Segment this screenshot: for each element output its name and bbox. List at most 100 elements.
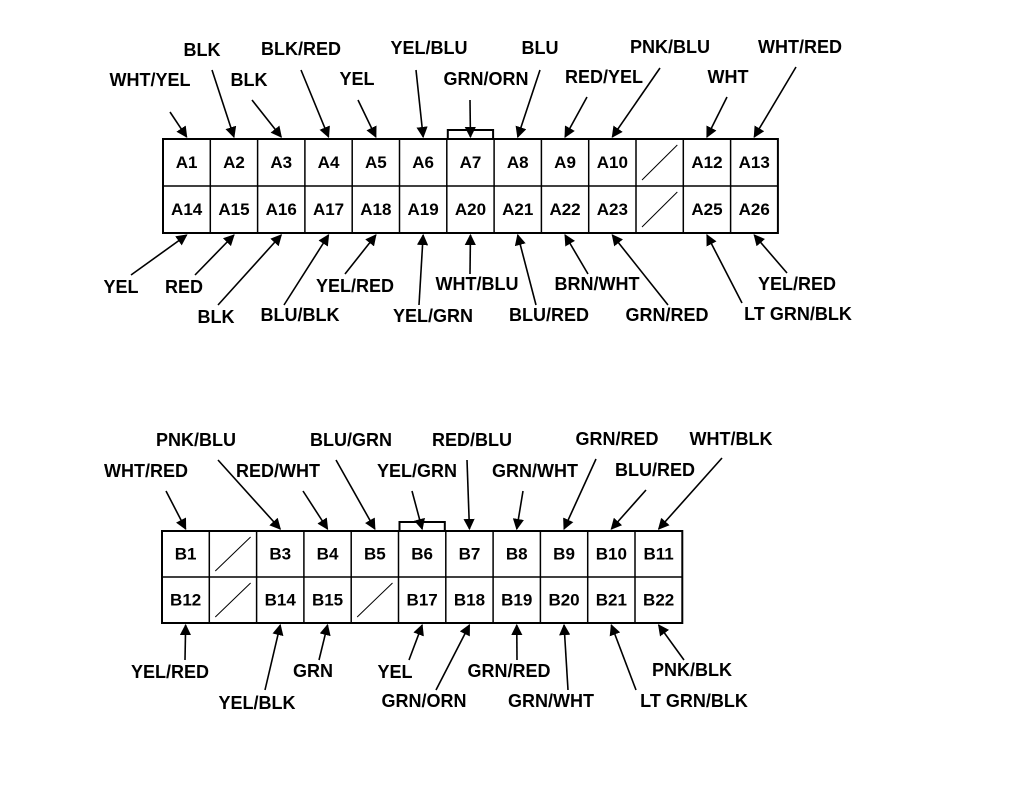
callout-arrow	[412, 491, 422, 529]
wire-color-label: RED/BLU	[432, 430, 512, 450]
pin-label: A15	[218, 200, 249, 219]
pin-label: A25	[691, 200, 722, 219]
wire-callout-b8: GRN/WHT	[492, 461, 578, 529]
callout-arrow	[611, 625, 636, 690]
wire-color-label: BLK	[184, 40, 221, 60]
wire-callout-b19: GRN/RED	[467, 625, 550, 681]
callout-arrow	[419, 235, 423, 305]
pin-label: B14	[265, 591, 297, 610]
wire-color-label: RED/YEL	[565, 67, 643, 87]
wire-color-label: YEL/GRN	[377, 461, 457, 481]
pin-label: A10	[597, 153, 628, 172]
pin-label: A20	[455, 200, 486, 219]
callout-arrow	[611, 490, 646, 529]
pin-label: B18	[454, 591, 485, 610]
pin-label: A6	[412, 153, 434, 172]
callout-arrow	[131, 235, 187, 275]
wire-color-label: PNK/BLU	[630, 37, 710, 57]
pin-label: B20	[548, 591, 579, 610]
pin-label: B22	[643, 591, 674, 610]
wire-color-label: WHT	[708, 67, 749, 87]
wire-color-label: BLU/BLK	[261, 305, 340, 325]
pin-label: A23	[597, 200, 628, 219]
wire-callout-b10: BLU/RED	[611, 460, 695, 529]
wire-color-label: BLK/RED	[261, 39, 341, 59]
pin-label: B10	[596, 545, 627, 564]
callout-arrow	[319, 625, 328, 660]
pin-label: A1	[176, 153, 198, 172]
callout-arrow	[612, 235, 668, 305]
wire-color-label: BLK	[231, 70, 268, 90]
callout-arrow	[754, 67, 796, 137]
wire-callout-a13: WHT/RED	[754, 37, 842, 137]
wire-color-label: YEL/GRN	[393, 306, 473, 326]
wire-callout-a4: BLK/RED	[261, 39, 341, 137]
callout-arrow	[265, 625, 280, 690]
callout-arrow	[166, 491, 186, 529]
wire-color-label: GRN/ORN	[444, 69, 529, 89]
wire-callout-a10: PNK/BLU	[612, 37, 710, 137]
pin-label: B11	[644, 545, 674, 564]
callout-arrow	[565, 235, 588, 274]
callout-arrow	[303, 491, 328, 529]
wire-color-label: YEL/RED	[758, 274, 836, 294]
pin-label: A9	[554, 153, 576, 172]
callout-arrow	[252, 100, 281, 137]
wire-color-label: LT GRN/BLK	[640, 691, 748, 711]
wire-color-label: WHT/YEL	[110, 70, 191, 90]
pin-label: B6	[411, 545, 433, 564]
pin-label: B4	[317, 545, 339, 564]
pin-label: B5	[364, 545, 386, 564]
wire-color-label: GRN/RED	[625, 305, 708, 325]
wire-callout-a12: WHT	[707, 67, 749, 137]
wire-color-label: LT GRN/BLK	[744, 304, 852, 324]
pin-label: A3	[270, 153, 292, 172]
callout-arrow	[336, 460, 375, 529]
wire-color-label: BRN/WHT	[555, 274, 640, 294]
callout-arrow	[707, 235, 742, 303]
pin-label: B21	[596, 591, 627, 610]
pin-label: A21	[502, 200, 533, 219]
wire-callout-b14: YEL/BLK	[218, 625, 295, 713]
pin-label: A14	[171, 200, 203, 219]
wire-color-label: YEL	[339, 69, 374, 89]
wire-color-label: YEL	[103, 277, 138, 297]
wire-callout-a7: GRN/ORN	[444, 69, 529, 137]
wire-color-label: BLU/GRN	[310, 430, 392, 450]
wire-callout-b15: GRN	[293, 625, 333, 681]
wire-callout-a20: WHT/BLU	[436, 235, 519, 294]
empty-cavity	[215, 537, 250, 571]
pin-label: A2	[223, 153, 245, 172]
wire-callout-b1: WHT/RED	[104, 461, 188, 529]
empty-cavity	[642, 145, 677, 180]
wire-color-label: BLU/RED	[615, 460, 695, 480]
pin-label: A17	[313, 200, 344, 219]
pin-label: A16	[266, 200, 297, 219]
pin-label: A12	[691, 153, 722, 172]
callout-arrow	[185, 625, 186, 660]
callout-arrow	[707, 97, 727, 137]
callout-arrow	[218, 235, 281, 305]
pin-label: B15	[312, 591, 343, 610]
wire-callout-a2: BLK	[184, 40, 234, 137]
callout-arrow	[467, 460, 469, 529]
callout-arrow	[170, 112, 187, 137]
wire-callout-a3: BLK	[231, 70, 282, 137]
wire-color-label: BLU	[522, 38, 559, 58]
wire-color-label: PNK/BLK	[652, 660, 732, 680]
wire-color-label: RED	[165, 277, 203, 297]
wire-callout-a26: YEL/RED	[754, 235, 836, 294]
wire-color-label: WHT/BLK	[690, 429, 773, 449]
wire-callout-a9: RED/YEL	[565, 67, 643, 137]
wire-callout-a1: WHT/YEL	[110, 70, 191, 137]
wire-callout-b12: YEL/RED	[131, 625, 209, 682]
pin-label: B1	[175, 545, 197, 564]
wire-color-label: YEL/RED	[131, 662, 209, 682]
wire-color-label: BLU/RED	[509, 305, 589, 325]
callout-arrow	[518, 235, 536, 305]
callout-arrow	[659, 625, 684, 660]
callout-arrow	[565, 97, 587, 137]
pin-label: B17	[407, 591, 438, 610]
